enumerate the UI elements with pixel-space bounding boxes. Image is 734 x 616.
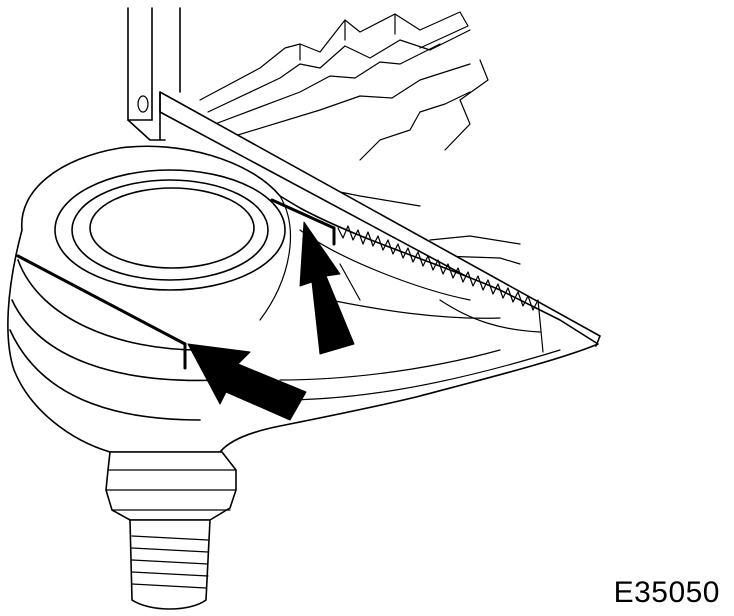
break-line [337, 225, 544, 353]
arrow-boss-edge [187, 343, 307, 421]
straight-edge [159, 91, 601, 347]
ball-joint-stud [105, 451, 237, 610]
bracket-hole [137, 95, 149, 113]
bracket-plate [127, 7, 181, 141]
arrow-ruler-edge [299, 221, 355, 355]
figure-id-label: E35050 [613, 576, 720, 609]
control-arm [7, 145, 599, 453]
